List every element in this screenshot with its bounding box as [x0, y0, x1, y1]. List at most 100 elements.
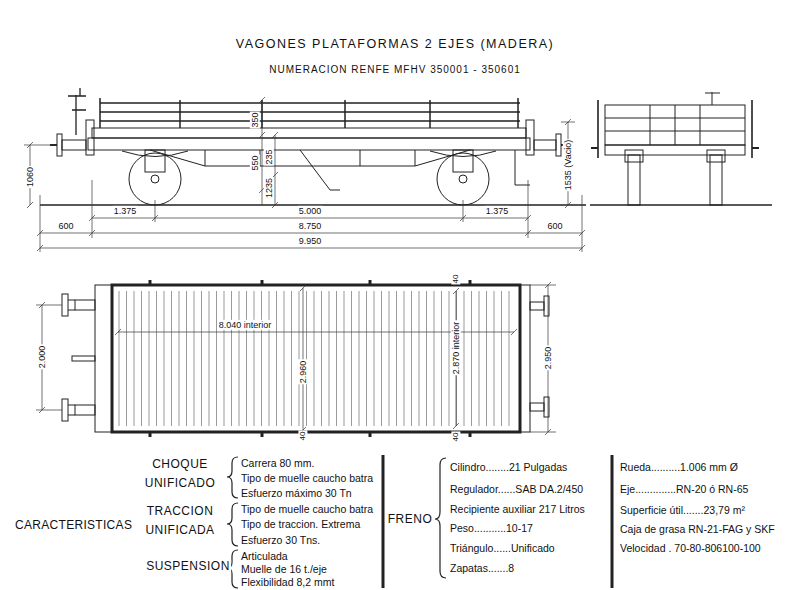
- deck-plank: [224, 291, 225, 426]
- dimension-label: 1.375: [113, 206, 138, 216]
- spec-text: Cilindro........21 Pulgadas: [449, 461, 568, 473]
- dimension-label: 2.950: [543, 346, 553, 371]
- spec-text: Recipiente auxiliar 217 Litros: [449, 503, 586, 515]
- spec-text: Esfuerzo 30 Tns.: [240, 534, 321, 546]
- deck-plank: [449, 291, 450, 426]
- dimension-label: 2.960: [298, 360, 308, 385]
- spec-text: Zapatas.......8: [449, 562, 515, 574]
- deck-plank: [426, 291, 427, 426]
- deck-plank: [171, 291, 172, 426]
- dimension-label: NUMERACION RENFE MFHV 350001 - 350601: [268, 64, 522, 76]
- spec-text: SUSPENSION: [145, 560, 231, 574]
- deck-plank: [314, 291, 315, 426]
- spec-text: Velocidad . 70-80-806100-100: [619, 542, 762, 554]
- deck-plank: [276, 291, 277, 426]
- deck-plank: [261, 291, 262, 426]
- dimension-label: 40: [451, 274, 460, 285]
- spec-text: CHOQUE UNIFICADO: [133, 455, 227, 493]
- deck-plank: [479, 291, 480, 426]
- dimension-label: 9.950: [298, 236, 323, 246]
- spec-text: FRENO: [387, 513, 434, 527]
- deck-plank: [359, 291, 360, 426]
- dimension-label: 600: [546, 221, 563, 231]
- deck-plank: [411, 291, 412, 426]
- deck-plank: [464, 291, 465, 426]
- dimension-label: 40: [298, 431, 307, 442]
- deck-plank: [291, 291, 292, 426]
- dimension-label: 40: [451, 432, 460, 443]
- deck-plank: [501, 291, 502, 426]
- deck-plank: [329, 291, 330, 426]
- deck-plank: [494, 291, 495, 426]
- deck-plank: [254, 291, 255, 426]
- dimension-label: 2.000: [37, 345, 47, 370]
- spec-text: Carrera 80 mm.: [240, 457, 316, 469]
- deck-plank: [396, 291, 397, 426]
- deck-plank: [434, 291, 435, 426]
- dimension-label: 1060: [25, 166, 35, 188]
- deck-plank: [381, 291, 382, 426]
- spec-text: Rueda..........1.006 mm Ø: [619, 461, 739, 473]
- dimension-label: 1235: [264, 177, 274, 199]
- dimension-label: 235: [264, 148, 274, 165]
- deck-plank: [149, 291, 150, 426]
- spec-text: Esfuerzo máximo 30 Tn: [240, 487, 353, 499]
- dimension-label: 1535 (Vacio): [563, 139, 573, 191]
- deck-plank: [389, 291, 390, 426]
- deck-plank: [216, 291, 217, 426]
- deck-plank: [209, 291, 210, 426]
- dimension-label: 600: [57, 221, 74, 231]
- deck-plank: [441, 291, 442, 426]
- dimension-label: 8.040 interior: [218, 320, 273, 330]
- spec-text: Tipo de traccion. Extrema: [240, 518, 361, 530]
- deck-plank: [246, 291, 247, 426]
- deck-plank: [284, 291, 285, 426]
- spec-text: Tipo de muelle caucho batra: [240, 503, 374, 515]
- deck-plank: [509, 291, 510, 426]
- deck-plank: [186, 291, 187, 426]
- spec-text: Articulada: [240, 550, 289, 562]
- spec-text: Muelle de 16 t./eje: [240, 563, 328, 575]
- spec-text: Tipo de muelle caucho batra: [240, 472, 374, 484]
- deck-plank: [344, 291, 345, 426]
- deck-plank: [269, 291, 270, 426]
- spec-text: Eje..............RN-20 ó RN-65: [619, 483, 749, 495]
- spec-text: TRACCION UNIFICADA: [133, 502, 227, 540]
- deck-plank: [419, 291, 420, 426]
- spec-text: CARACTERISTICAS: [14, 519, 133, 533]
- dimension-label: 350: [250, 111, 260, 128]
- spec-text: Caja de grasa RN-21-FAG y SKF: [619, 523, 776, 535]
- deck-plank: [306, 291, 307, 426]
- deck-plank: [351, 291, 352, 426]
- dimension-label: 5.000: [298, 206, 323, 216]
- deck-plank: [336, 291, 337, 426]
- drawing-title: VAGONES PLATAFORMAS 2 EJES (MADERA): [235, 37, 556, 51]
- spec-text: Flexibilidad 8,2 mmt: [240, 576, 335, 588]
- dimension-label: 1.375: [485, 206, 510, 216]
- spec-text: Peso...........10-17: [449, 522, 534, 534]
- spec-text: Regulador......SAB DA.2/450: [449, 483, 584, 495]
- deck-plank: [321, 291, 322, 426]
- deck-plank: [119, 291, 120, 426]
- spec-text: Superficie útil.......23,79 m²: [619, 504, 746, 516]
- deck-plank: [179, 291, 180, 426]
- deck-plank: [194, 291, 195, 426]
- dimension-label: 8.750: [298, 221, 323, 231]
- deck-plank: [231, 291, 232, 426]
- deck-plank: [126, 291, 127, 426]
- deck-plank: [366, 291, 367, 426]
- deck-plank: [299, 291, 300, 426]
- deck-plank: [156, 291, 157, 426]
- deck-plank: [486, 291, 487, 426]
- dimension-label: 2.870 interior: [451, 321, 461, 376]
- deck-plank: [404, 291, 405, 426]
- deck-plank: [201, 291, 202, 426]
- deck-plank: [471, 291, 472, 426]
- spec-text: Triángulo......Unificado: [449, 542, 556, 554]
- deck-plank: [134, 291, 135, 426]
- deck-plank: [374, 291, 375, 426]
- dimension-label: 550: [250, 154, 260, 171]
- deck-plank: [141, 291, 142, 426]
